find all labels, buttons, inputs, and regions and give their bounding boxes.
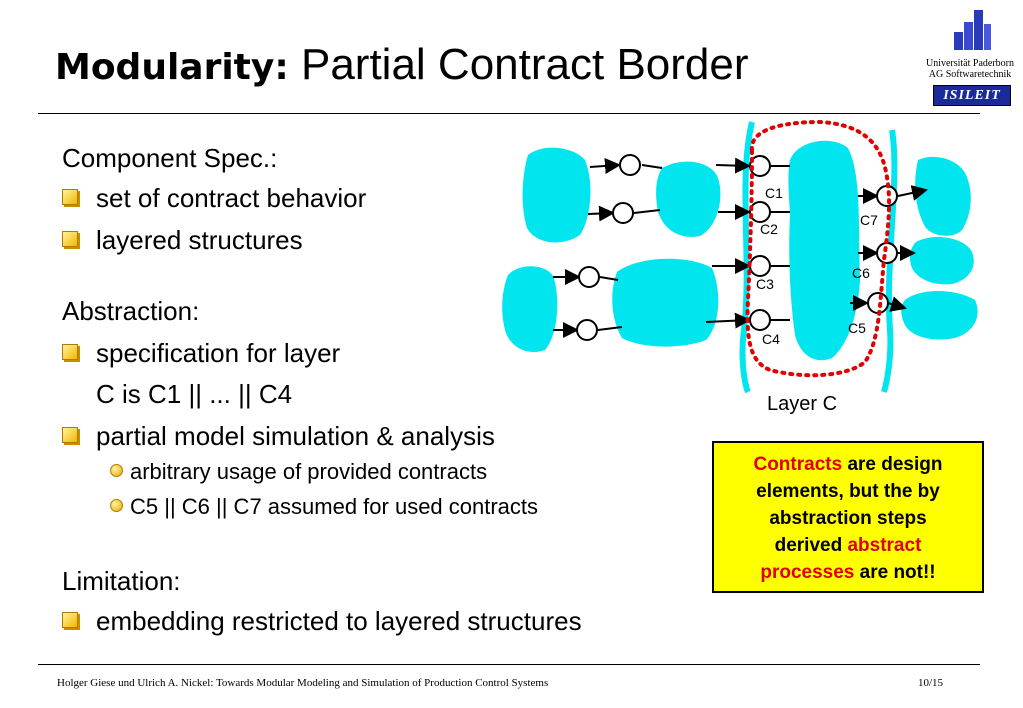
connector-arrow — [705, 312, 751, 329]
layer-c-label: Layer C — [767, 393, 838, 415]
note-text: derived — [774, 535, 848, 556]
port-circle — [749, 155, 771, 177]
university-logo-icon — [954, 10, 991, 50]
bullet-box-icon — [62, 427, 78, 443]
bullet-box-icon — [62, 189, 78, 205]
connector-arrow — [897, 185, 928, 201]
note-text: are not!! — [854, 562, 936, 583]
bullet-continuation-c-formula: C is C1 || ... || C4 — [96, 379, 293, 409]
port-circle — [749, 309, 771, 331]
note-emphasis: Contracts — [753, 454, 843, 475]
connector-arrow — [589, 157, 621, 174]
partial-contract-border — [745, 119, 892, 378]
connector-arrow — [887, 296, 907, 312]
subbullet-text: arbitrary usage of provided contracts — [130, 459, 488, 484]
note-line-1: Contracts are design — [714, 451, 982, 478]
component-blob — [909, 237, 974, 285]
component-blob — [502, 266, 558, 352]
sub-bullet-icon — [110, 464, 123, 477]
subbullet-assumed-contracts: C5 || C6 || C7 assumed for used contract… — [110, 494, 538, 520]
sub-bullet-icon — [110, 499, 123, 512]
component-blob — [656, 161, 721, 237]
contract-label-c4: C4 — [762, 331, 780, 347]
bullet-text: specification for layer — [96, 338, 341, 368]
note-emphasis: processes — [760, 562, 855, 583]
isileit-logo: ISILEIT — [933, 85, 1011, 106]
port-circle — [867, 292, 889, 314]
heading-component-spec: Component Spec.: — [62, 143, 278, 173]
note-line-4: derived abstract — [714, 532, 982, 559]
page-number: 10/15 — [918, 677, 944, 689]
university-label: Universität Paderborn — [925, 58, 1015, 69]
heading-abstraction: Abstraction: — [62, 296, 200, 326]
contract-label-c5: C5 — [848, 320, 866, 336]
note-line-5: processes are not!! — [714, 559, 982, 586]
bullet-layered-structures: layered structures — [62, 225, 303, 255]
contract-label-c1: C1 — [765, 185, 783, 201]
contract-label-c7: C7 — [860, 212, 878, 228]
port-circle — [749, 201, 771, 223]
bullet-text: partial model simulation & analysis — [96, 421, 495, 451]
bullet-text: embedding restricted to layered structur… — [96, 606, 582, 636]
component-blob-layer-c — [788, 140, 860, 361]
title-rest: Partial Contract Border — [288, 40, 749, 89]
contracts-note-box: Contracts are design elements, but the b… — [712, 441, 984, 593]
port-circle — [876, 242, 898, 264]
port-circle — [612, 202, 634, 224]
footer-divider — [38, 664, 980, 665]
bullet-box-icon — [62, 344, 78, 360]
header-divider — [38, 113, 980, 114]
note-text: are design — [842, 454, 943, 475]
note-line-3: abstraction steps — [769, 508, 927, 529]
footer-citation: Holger Giese und Ulrich A. Nickel: Towar… — [57, 677, 549, 689]
subbullet-text: C5 || C6 || C7 assumed for used contract… — [130, 494, 539, 519]
layer-contract-diagram: C1 C2 C3 C4 C5 C6 C7 — [502, 119, 978, 393]
bullet-embedding-restricted: embedding restricted to layered structur… — [62, 606, 582, 636]
bullet-text: set of contract behavior — [96, 183, 367, 213]
port-circle — [578, 266, 600, 288]
title-bold: Modularity: — [55, 47, 289, 88]
bullet-text: layered structures — [96, 225, 303, 255]
bullet-spec-for-layer: specification for layer — [62, 338, 340, 368]
port-circle — [876, 185, 898, 207]
bullet-box-icon — [62, 231, 78, 247]
port-circle — [619, 154, 641, 176]
component-blob — [522, 147, 591, 243]
contract-label-c6: C6 — [852, 265, 870, 281]
component-blob — [915, 156, 971, 236]
contract-label-c2: C2 — [760, 221, 778, 237]
bullet-partial-model: partial model simulation & analysis — [62, 421, 495, 451]
slide-title: Modularity: Partial Contract Border — [55, 40, 749, 93]
bullet-contract-behavior: set of contract behavior — [62, 183, 366, 213]
university-name: Universität Paderborn AG Softwaretechnik — [924, 58, 1016, 80]
port-circle — [749, 255, 771, 277]
note-line-2: elements, but the by — [756, 481, 940, 502]
port-circle — [576, 319, 598, 341]
isileit-logo-text: ISILEIT — [943, 88, 1001, 103]
component-blob — [901, 291, 978, 340]
heading-limitation: Limitation: — [62, 566, 181, 596]
bullet-box-icon — [62, 612, 78, 628]
layer-boundary-right — [881, 129, 898, 393]
group-label: AG Softwaretechnik — [928, 69, 1012, 80]
connector-arrow — [715, 157, 751, 174]
contract-label-c3: C3 — [756, 276, 774, 292]
note-emphasis: abstract — [847, 535, 922, 556]
connector-arrow — [587, 205, 615, 222]
component-blob — [612, 258, 719, 347]
subbullet-arbitrary-usage: arbitrary usage of provided contracts — [110, 459, 487, 485]
